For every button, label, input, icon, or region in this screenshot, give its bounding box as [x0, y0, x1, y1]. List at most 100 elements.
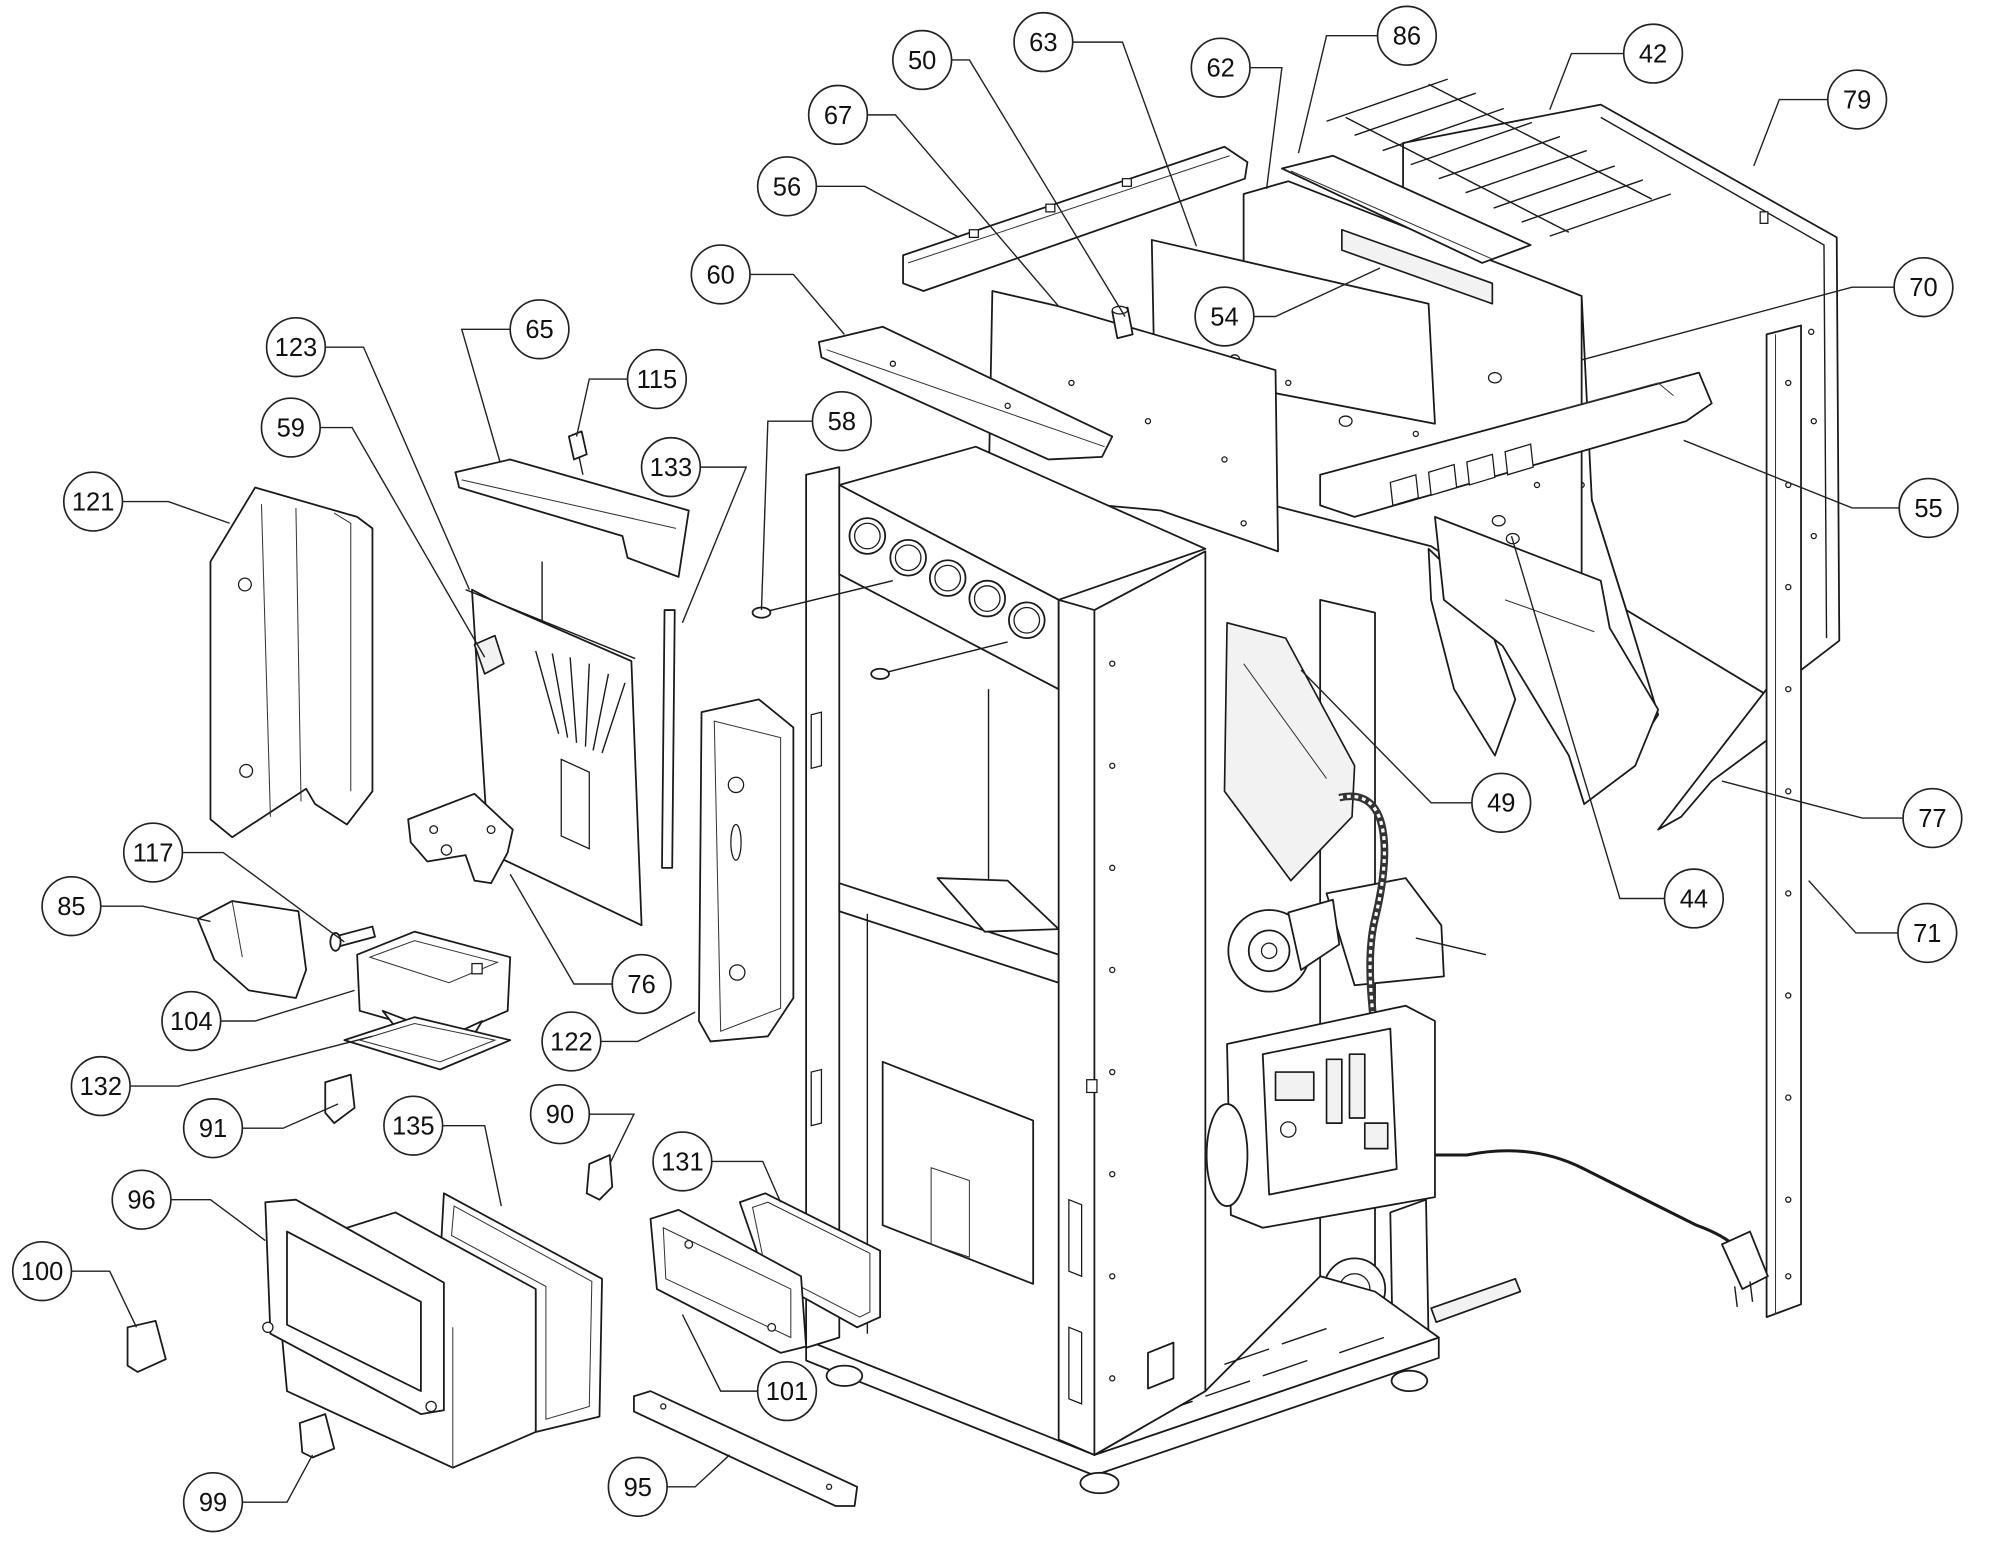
part-56-bracket [902, 145, 1249, 292]
callout-number: 122 [550, 1028, 593, 1056]
callout-67: 67 [807, 84, 1060, 307]
callout-number: 101 [766, 1378, 809, 1406]
callout-79: 79 [1753, 69, 1888, 167]
callout-76: 76 [509, 873, 672, 1015]
callout-90: 90 [529, 1083, 636, 1165]
callout-55: 55 [1683, 439, 1959, 539]
callout-number: 54 [1210, 303, 1238, 331]
callout-133: 133 [640, 436, 748, 624]
callout-number: 115 [637, 366, 678, 394]
callout-number: 67 [824, 102, 852, 130]
callout-number: 59 [277, 414, 305, 442]
callout-101: 101 [681, 1314, 818, 1422]
callout-number: 76 [627, 971, 655, 999]
part-76-bracket [407, 792, 514, 885]
callout-42: 42 [1549, 23, 1684, 111]
part-99-clip [298, 1413, 336, 1459]
callout-96: 96 [111, 1169, 266, 1242]
callout-number: 65 [525, 316, 553, 344]
part-91-bracket [324, 1073, 356, 1125]
callout-91: 91 [182, 1098, 339, 1159]
callout-number: 77 [1918, 805, 1946, 833]
callout-104: 104 [161, 989, 355, 1052]
callout-115: 115 [575, 348, 688, 437]
callout-131: 131 [652, 1131, 782, 1203]
auger-shaft [1430, 1277, 1522, 1324]
callout-number: 71 [1913, 920, 1941, 948]
callout-number: 104 [170, 1008, 213, 1036]
callout-59: 59 [260, 397, 486, 658]
part-90-bracket [585, 1154, 614, 1201]
part-132-gasket [343, 1016, 512, 1071]
callout-50: 50 [892, 29, 1126, 317]
part-86-top-bar [1280, 154, 1532, 264]
callout-71: 71 [1808, 880, 1958, 964]
callout-122: 122 [541, 1011, 696, 1072]
callout-number: 131 [661, 1148, 704, 1176]
callout-70: 70 [1581, 256, 1954, 361]
callout-number: 56 [773, 173, 801, 201]
part-65-cover-plate [454, 458, 690, 578]
callout-number: 135 [392, 1113, 435, 1141]
fan-motor [1227, 898, 1341, 993]
callout-number: 121 [72, 488, 115, 516]
callout-number: 132 [79, 1073, 122, 1101]
part-54-slot-bar [1341, 228, 1494, 305]
callout-56: 56 [756, 156, 960, 239]
part-71-upright-bar [1765, 324, 1802, 1318]
exhaust-duct [1223, 621, 1356, 882]
part-58-rods [751, 580, 1008, 680]
callout-77: 77 [1721, 780, 1963, 849]
callout-number: 100 [21, 1258, 64, 1286]
callout-123: 123 [265, 316, 471, 590]
part-115-screw [567, 430, 588, 475]
callout-60: 60 [690, 244, 845, 335]
callout-number: 44 [1680, 885, 1708, 913]
part-95-strip [633, 1390, 859, 1507]
callout-number: 91 [199, 1115, 227, 1143]
callout-99: 99 [182, 1454, 314, 1533]
callout-number: 70 [1909, 274, 1937, 302]
part-101-door-panel [649, 1209, 808, 1354]
part-133-rod [661, 609, 676, 869]
callout-135: 135 [383, 1095, 502, 1207]
callout-number: 62 [1206, 55, 1234, 83]
part-96-drawer-frame [262, 1198, 445, 1415]
callout-62: 62 [1190, 37, 1283, 189]
callout-number: 117 [133, 839, 174, 867]
callout-65: 65 [460, 299, 570, 463]
callout-100: 100 [11, 1240, 138, 1328]
callout-number: 96 [127, 1187, 155, 1215]
part-121-side-casting [209, 486, 374, 839]
callout-number: 99 [199, 1489, 227, 1517]
part-77-deflector [1657, 688, 1777, 831]
callout-86: 86 [1297, 5, 1438, 154]
callout-number: 60 [706, 261, 734, 289]
callout-number: 42 [1639, 41, 1667, 69]
callout-number: 58 [828, 408, 856, 436]
part-60-top-plate [817, 325, 1114, 461]
callout-number: 85 [57, 893, 85, 921]
callout-58: 58 [760, 390, 873, 611]
part-42-grate [1326, 78, 1672, 237]
part-122-door-plate [698, 698, 795, 1043]
part-117-bolt [329, 925, 376, 952]
part-85-cover [196, 900, 308, 999]
control-board-enclosure [1205, 1004, 1436, 1229]
callout-number: 49 [1487, 790, 1515, 818]
callout-number: 86 [1393, 23, 1421, 51]
callout-121: 121 [62, 471, 230, 532]
power-cord [1434, 1149, 1769, 1307]
part-50-pegs [1111, 305, 1134, 340]
part-123-rear-plate [465, 561, 643, 927]
callout-63: 63 [1013, 11, 1198, 247]
part-100-clip [126, 1320, 167, 1373]
callout-95: 95 [607, 1454, 731, 1518]
callout-132: 132 [70, 1035, 373, 1117]
callout-54: 54 [1194, 267, 1381, 347]
callout-number: 63 [1029, 29, 1057, 57]
callout-number: 95 [624, 1474, 652, 1502]
part-59-clip [473, 634, 505, 675]
callout-number: 50 [908, 47, 936, 75]
callout-49: 49 [1300, 669, 1532, 833]
